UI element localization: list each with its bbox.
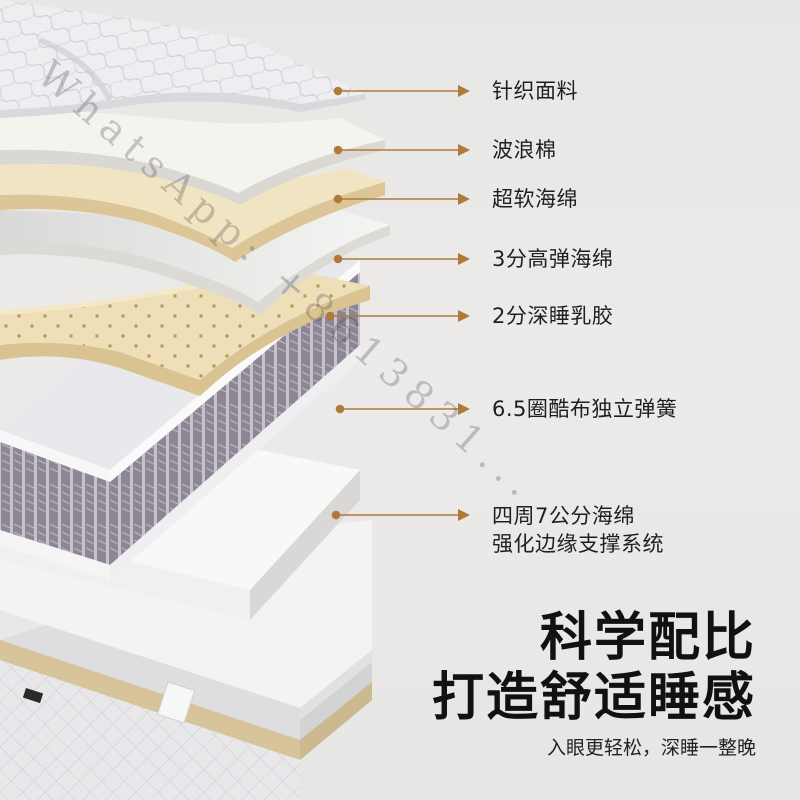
arrow-icon — [335, 403, 470, 415]
headline-line-2: 打造舒适睡感 — [431, 668, 756, 728]
layer-label-edge-foam: 四周7公分海绵 — [492, 504, 635, 528]
layer-label-latex: 2分深睡乳胶 — [492, 304, 614, 328]
leader-lines — [325, 85, 470, 521]
high-elastic-foam-layer — [0, 210, 390, 315]
arrow-icon — [333, 85, 470, 97]
headline-subtitle: 入眼更轻松，深睡一整晚 — [546, 737, 756, 759]
headline-line-1: 科学配比 — [539, 608, 756, 668]
layer-label-super-soft-foam: 超软海绵 — [492, 187, 578, 211]
layer-label-edge-support: 强化边缘支撑系统 — [492, 532, 664, 556]
wave-cotton-layer — [0, 108, 385, 205]
layer-label-knitted-fabric: 针织面料 — [492, 79, 578, 103]
arrow-icon — [333, 193, 470, 205]
arrow-icon — [325, 310, 470, 322]
layer-label-pocket-springs: 6.5圈酷布独立弹簧 — [492, 397, 678, 421]
knitted-fabric-layer — [0, 0, 365, 118]
layer-label-wave-cotton: 波浪棉 — [492, 138, 557, 162]
layer-label-high-elastic-foam: 3分高弹海绵 — [492, 247, 614, 271]
arrow-icon — [333, 144, 470, 156]
mattress-base — [0, 520, 372, 800]
super-soft-foam-layer — [0, 164, 385, 262]
arrow-icon — [333, 253, 470, 265]
arrow-icon — [331, 509, 470, 521]
